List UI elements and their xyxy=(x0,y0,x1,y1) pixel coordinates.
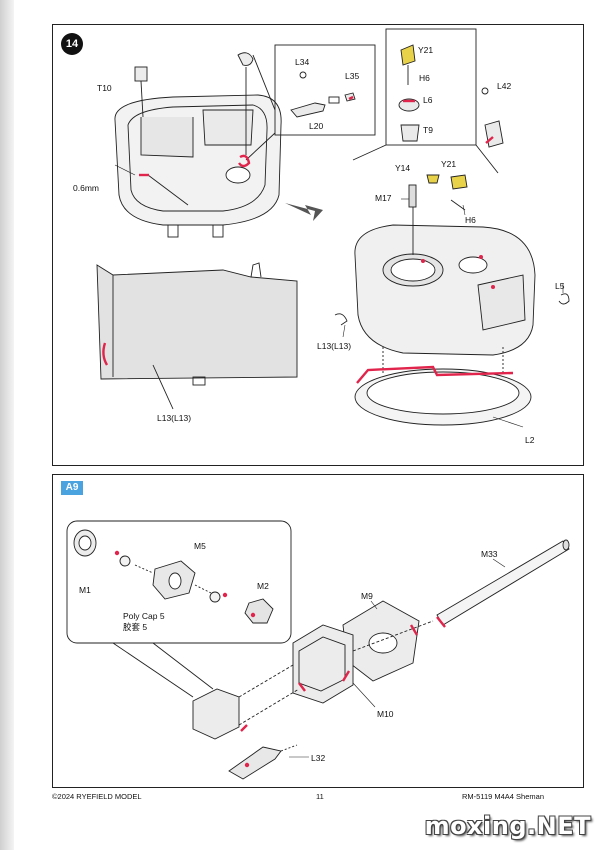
red-highlight-mark xyxy=(341,670,351,682)
part-label-l34: L34 xyxy=(295,57,310,67)
section-badge-a9: A9 xyxy=(61,481,83,495)
part-label-m17: M17 xyxy=(375,193,392,203)
part-label-l20: L20 xyxy=(309,121,324,131)
part-label-l6: L6 xyxy=(423,95,433,105)
part-label-l32: L32 xyxy=(311,753,326,763)
red-glue-dot xyxy=(222,592,228,598)
part-label-m9: M9 xyxy=(361,591,373,601)
drill-size-label: 0.6mm xyxy=(73,183,99,193)
red-glue-dot xyxy=(250,612,256,618)
red-highlight-mark xyxy=(436,616,446,628)
step-a9-panel: A9 xyxy=(52,474,584,788)
red-glue-dot xyxy=(479,255,483,259)
callout-box xyxy=(66,520,292,644)
red-highlight-mark xyxy=(409,624,419,636)
step-a9-drawing xyxy=(66,520,570,780)
gun-barrel-drawing xyxy=(436,540,570,626)
step-14-panel: 14 xyxy=(52,24,584,466)
part-label-m1: M1 xyxy=(79,585,91,595)
red-highlight-mark xyxy=(298,682,306,692)
poly-cap-label: Poly Cap 5 xyxy=(123,611,165,621)
part-label-l35: L35 xyxy=(345,71,360,81)
poly-cap-label-cn: 胶套 5 xyxy=(123,622,148,632)
red-highlight-mark xyxy=(356,365,514,384)
red-highlight-mark xyxy=(238,154,251,168)
part-label-y21-second: Y21 xyxy=(441,159,457,169)
step-number-badge: 14 xyxy=(61,33,83,55)
part-label-t9: T9 xyxy=(423,125,433,135)
part-label-l13-right: L13(L13) xyxy=(317,341,352,351)
red-highlight-mark xyxy=(102,342,109,366)
red-highlight-mark xyxy=(348,95,354,101)
red-glue-dot xyxy=(114,550,120,556)
part-label-t10: T10 xyxy=(97,83,112,93)
part-label-h6-second: H6 xyxy=(465,215,476,225)
part-label-y14: Y14 xyxy=(395,163,411,173)
page-number: 11 xyxy=(316,792,324,801)
red-glue-dot xyxy=(244,762,250,768)
product-code: RM-5119 M4A4 Sheman xyxy=(462,792,544,801)
hull-plate-drawing xyxy=(96,264,298,380)
red-glue-dot xyxy=(421,259,425,263)
turret-interior-drawing xyxy=(114,94,282,226)
step-14-drawing xyxy=(96,28,570,428)
part-label-l2: L2 xyxy=(525,435,535,445)
red-glue-dot xyxy=(491,285,495,289)
part-label-h6: H6 xyxy=(419,73,430,83)
part-label-l42: L42 xyxy=(497,81,512,91)
part-label-m2: M2 xyxy=(257,581,269,591)
part-label-y21: Y21 xyxy=(418,45,434,55)
page-binding-edge xyxy=(0,0,14,850)
red-highlight-mark xyxy=(485,136,494,144)
part-label-m5: M5 xyxy=(194,541,206,551)
red-highlight-mark xyxy=(240,724,248,732)
part-label-l13-left: L13(L13) xyxy=(157,413,192,423)
copyright-text: ©2024 RYEFIELD MODEL xyxy=(52,792,142,801)
part-label-m33: M33 xyxy=(481,549,498,559)
part-label-l5: L5 xyxy=(555,281,565,291)
site-watermark: moxing.NET xyxy=(424,812,591,840)
part-label-m10: M10 xyxy=(377,709,394,719)
